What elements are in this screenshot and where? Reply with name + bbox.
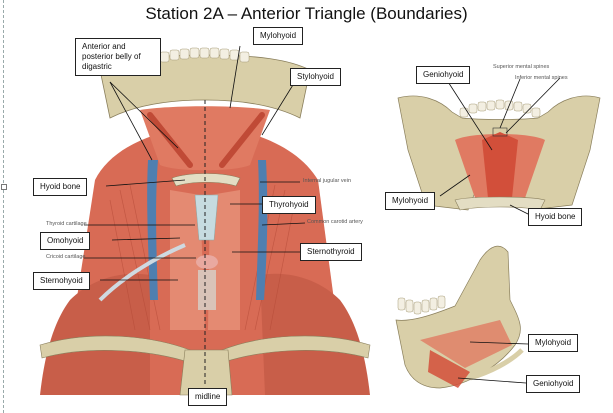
leader-lines-main xyxy=(84,45,306,281)
mylohyoid-side xyxy=(420,320,512,368)
label-omohyoid: Omohyoid xyxy=(40,232,91,250)
left-shoulder-muscle xyxy=(40,273,150,395)
neck-illustration xyxy=(39,47,371,396)
label-cricoid-cartilage: Cricoid cartilage xyxy=(46,254,86,260)
mandible-side-teeth xyxy=(397,295,446,315)
internal-jugular-vein-right xyxy=(256,160,268,300)
label-hyoid-bone-top: Hyoid bone xyxy=(528,208,583,226)
label-sternothyroid: Sternothyroid xyxy=(300,243,362,261)
frame-edge xyxy=(3,0,5,413)
label-stylohyoid: Stylohyoid xyxy=(290,68,341,86)
jaw-underside-illustration xyxy=(397,95,601,211)
label-inferior-mental: Inferior mental spines xyxy=(515,75,568,81)
thyroid-cartilage xyxy=(194,194,219,241)
cricoid-cartilage xyxy=(196,255,218,269)
geniohyoid-muscle xyxy=(482,132,518,198)
label-hyoid-bone-main: Hyoid bone xyxy=(33,178,88,196)
slide-title: Station 2A – Anterior Triangle (Boundari… xyxy=(145,4,468,23)
hyoid-bone-small xyxy=(454,196,546,211)
label-mylohyoid-bottom: Mylohyoid xyxy=(528,334,579,352)
label-geniohyoid-top: Geniohyoid xyxy=(416,66,471,84)
leader-lines-bottom-right xyxy=(457,341,529,384)
label-sternohyoid: Sternohyoid xyxy=(33,272,90,290)
label-digastric: Anterior and posterior belly of digastri… xyxy=(75,38,161,76)
leader-lines-top-right xyxy=(439,73,561,216)
label-mylohyoid-top: Mylohyoid xyxy=(385,192,436,210)
label-midline: midline xyxy=(188,388,228,406)
muscle-striations xyxy=(109,184,296,331)
label-geniohyoid-bottom: Geniohyoid xyxy=(526,375,581,393)
label-thyroid-cartilage: Thyroid cartilage xyxy=(46,221,87,227)
frame-handle[interactable] xyxy=(1,184,7,190)
hyoid-side xyxy=(469,348,524,381)
digastric-anterior-right xyxy=(219,112,265,168)
label-common-carotid: Common carotid artery xyxy=(307,219,363,225)
sternum-manubrium xyxy=(179,349,233,396)
label-thyrohyoid: Thyrohyoid xyxy=(262,196,316,214)
omohyoid-tendon xyxy=(98,243,186,302)
mandible-side-illustration xyxy=(395,245,524,389)
label-superior-mental: Superior mental spines xyxy=(493,64,550,70)
jaw-underside-teeth xyxy=(459,99,541,118)
label-mylohyoid-main: Mylohyoid xyxy=(253,27,304,45)
lower-teeth xyxy=(159,47,250,63)
label-internal-jugular: Internal jugular vein xyxy=(303,178,352,184)
hyoid-bone xyxy=(171,173,241,187)
right-shoulder-muscle xyxy=(260,273,370,395)
internal-jugular-vein-left xyxy=(147,160,158,300)
trachea xyxy=(198,270,216,310)
